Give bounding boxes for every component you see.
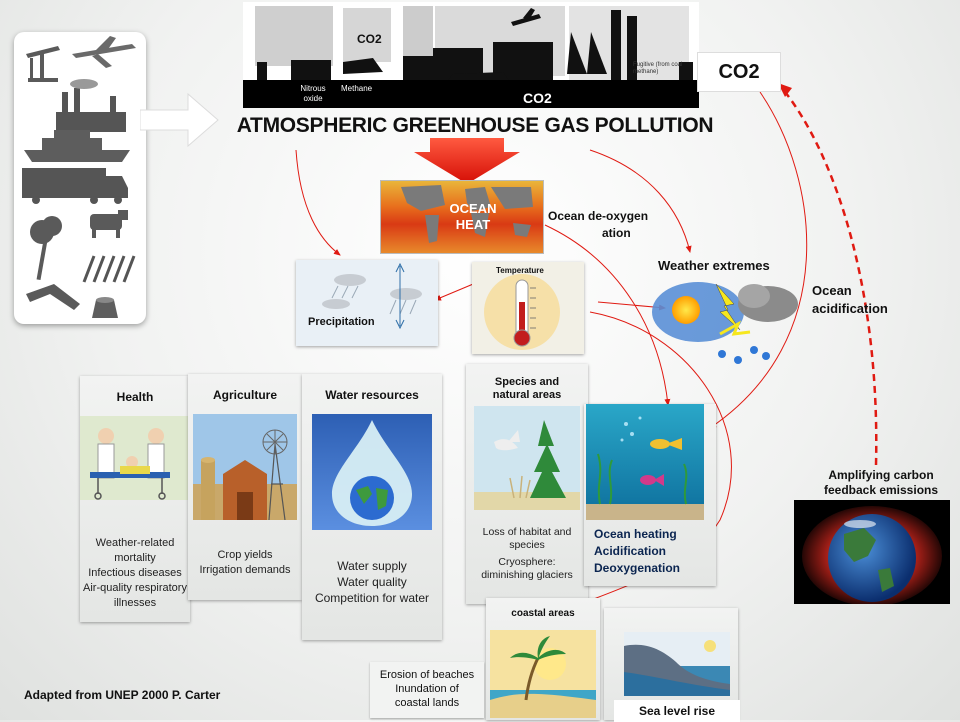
ocean-life-icon [586, 404, 704, 520]
species-line: Cryosphere: [498, 556, 556, 568]
agriculture-line: Irrigation demands [199, 564, 291, 576]
precipitation-panel: Precipitation [296, 260, 438, 346]
ocean-heat-line1: OCEAN [449, 201, 497, 216]
weather-extremes-icon [652, 282, 798, 364]
health-line: mortality [114, 552, 156, 564]
nitrous-oxide-label: Nitrous oxide [300, 84, 326, 103]
acidification-line2: acidification [812, 301, 888, 316]
temperature-panel: Temperature [472, 262, 584, 354]
precipitation-label: Precipitation [308, 316, 375, 328]
health-line: Air-quality respiratory [83, 582, 187, 594]
ship-icon [24, 130, 130, 162]
plane-silhouette-icon [511, 8, 541, 26]
arrow-co2-to-ocean [709, 91, 808, 429]
water-line: Competition for water [314, 591, 430, 605]
precipitation-icon [296, 260, 438, 346]
health-illustration-icon [80, 416, 190, 500]
co2-box-label: CO2 [718, 60, 760, 83]
sea-coast-icon [624, 632, 730, 696]
coastal-line: Erosion of beaches [379, 669, 475, 681]
water-line: Water supply [337, 559, 407, 573]
health-panel: Health Weather-related mortality Infecti… [80, 376, 190, 622]
species-illustration-icon [474, 406, 580, 510]
health-title: Health [116, 390, 154, 404]
arrow-feedback-dashed [781, 87, 878, 466]
ocean-heat-map: OCEAN HEAT [380, 180, 544, 254]
water-title: Water resources [325, 388, 419, 402]
ocean-acidification-label: Ocean acidification [812, 282, 888, 318]
chainsaw-icon [26, 284, 80, 310]
co2-bottom-label: CO2 [523, 90, 552, 106]
arrow-title-to-precipitation [295, 149, 341, 256]
health-line: Weather-related [95, 537, 175, 549]
credit-text: Adapted from UNEP 2000 P. Carter [24, 688, 221, 702]
deoxygenation-line2: ation [602, 226, 631, 240]
main-title: ATMOSPHERIC GREENHOUSE GAS POLLUTION [236, 114, 714, 137]
earth-glow-icon [802, 506, 942, 604]
truck-icon [22, 168, 128, 204]
acidification-line1: Ocean [812, 283, 852, 298]
erosion-text-box: Erosion of beaches Inundation of coastal… [370, 662, 484, 718]
thermometer-icon [472, 262, 584, 354]
sea-level-label: Sea level rise [638, 704, 716, 718]
agriculture-illustration-icon [193, 414, 297, 520]
arrow-oceanheat-to-ocean [544, 224, 671, 406]
coastal-areas-panel: coastal areas [486, 598, 600, 720]
arrow-temp-to-coastal [559, 311, 732, 613]
methane-label: Methane [341, 84, 373, 93]
coastal-line: coastal lands [394, 697, 460, 709]
sea-level-panel: Sea level rise [604, 608, 740, 722]
ocean-line: Ocean heating [594, 527, 677, 541]
species-title-line2: natural areas [492, 389, 562, 401]
arrow-temp-to-precipitation [434, 281, 479, 301]
ocean-heat-line2: HEAT [455, 217, 491, 232]
stump-icon [92, 297, 118, 318]
amplifying-feedback-label: Amplifying carbon feedback emissions [808, 468, 954, 498]
factory-icon [56, 79, 126, 132]
ocean-line: Acidification [594, 544, 667, 558]
ocean-panel: Ocean heating Acidification Deoxygenatio… [584, 404, 716, 586]
species-panel: Species and natural areas Loss of habita… [466, 364, 588, 604]
emissions-strip: CO2 Nitrous oxide Methane CO2 Fugitive (… [243, 2, 699, 108]
beach-palm-icon [490, 630, 596, 718]
temperature-label: Temperature [496, 266, 544, 275]
agriculture-panel: Agriculture Crop yields Irrigation deman… [188, 374, 302, 600]
species-line: species [509, 539, 545, 551]
species-line: Loss of habitat and [482, 526, 572, 538]
agriculture-line: Crop yields [217, 549, 273, 561]
health-line: illnesses [113, 597, 157, 609]
water-resources-panel: Water resources Water supply Water quali… [302, 374, 442, 640]
amplifying-line1: Amplifying carbon [828, 468, 934, 482]
coastal-line: Inundation of [395, 683, 459, 695]
earth-image [794, 500, 950, 604]
deoxygenation-line1: Ocean de-oxygen [548, 209, 649, 223]
amplifying-line2: feedback emissions [823, 483, 939, 497]
cow-icon [90, 210, 128, 238]
fugitive-methane-label: Fugitive (from coal methane) [633, 62, 683, 75]
weather-extremes-label: Weather extremes [658, 258, 770, 273]
white-right-arrow [140, 92, 219, 148]
health-line: Infectious diseases [88, 567, 182, 579]
airplane-icon [72, 36, 136, 68]
tree-icon [30, 216, 62, 281]
co2-small-label: CO2 [357, 32, 382, 46]
ocean-deoxygenation-label: Ocean de-oxygen ation [548, 208, 648, 242]
ocean-line: Deoxygenation [594, 561, 681, 575]
arrow-to-weather-extremes [589, 149, 692, 253]
co2-box: CO2 [697, 52, 781, 92]
red-down-arrow [414, 138, 520, 184]
emission-sources-box [14, 32, 146, 324]
coastal-title: coastal areas [511, 608, 575, 619]
water-line: Water quality [337, 575, 407, 589]
field-icon [82, 255, 136, 283]
agriculture-title: Agriculture [212, 388, 277, 402]
species-title-line1: Species and [494, 376, 560, 388]
water-drop-globe-icon [312, 414, 432, 530]
oil-pump-icon [26, 46, 60, 82]
species-line: diminishing glaciers [481, 569, 573, 581]
